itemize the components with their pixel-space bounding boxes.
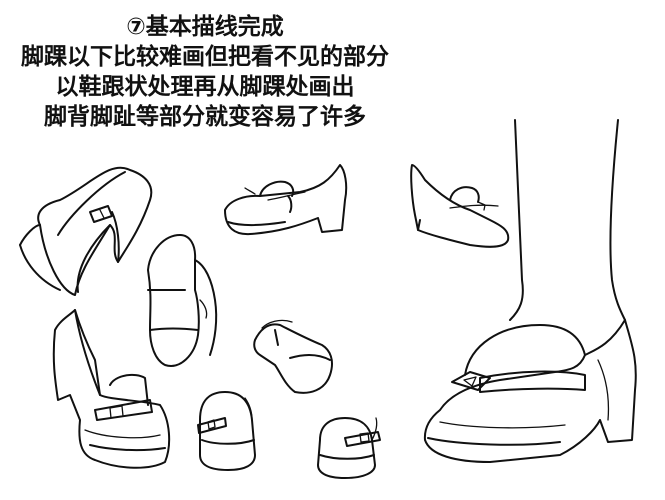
- leg-wearing-loafer-drawing: [423, 119, 637, 463]
- shoe-drawing-front-angle-large: [52, 309, 171, 469]
- leg-left-contour: [509, 119, 524, 321]
- shoe-drawing-side-view-top: [224, 164, 348, 236]
- shoe-drawing-front-view-right: [317, 417, 381, 479]
- shoe-drawing-front-view-small: [197, 391, 256, 471]
- leg-right-contour: [609, 119, 626, 321]
- shoe-drawing-heel-tilted: [253, 319, 333, 394]
- shoe-drawing-side-view-right: [410, 164, 510, 248]
- shoe-drawing-sole-view: [147, 234, 218, 367]
- instruction-caption: ⑦基本描线完成 脚踝以下比较难画但把看不见的部分 以鞋跟状处理再从脚踝处画出 脚…: [0, 12, 410, 132]
- caption-step-title: ⑦基本描线完成: [126, 14, 284, 40]
- caption-line-4: 脚背脚趾等部分就变容易了许多: [44, 104, 366, 130]
- shoe-drawing-tilted-top-left: [19, 166, 153, 296]
- caption-line-2: 脚踝以下比较难画但把看不见的部分: [21, 44, 389, 70]
- caption-line-3: 以鞋跟状处理再从脚踝处画出: [55, 74, 355, 100]
